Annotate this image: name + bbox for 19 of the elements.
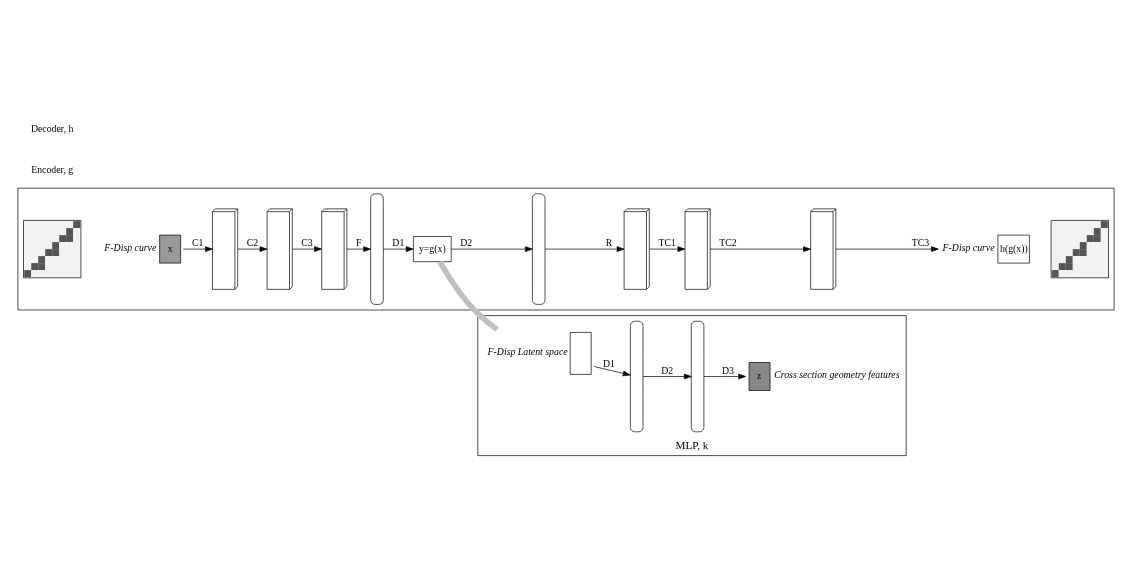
edge-label: TC2: [719, 237, 737, 249]
edge-label: C2: [246, 237, 259, 249]
label: Encoder, g: [31, 163, 74, 175]
edge-label: TC3: [911, 237, 930, 249]
node-label: F-Disp Latent space: [487, 346, 568, 358]
edge-label: D1: [603, 357, 616, 369]
edge-label: C3: [301, 237, 313, 249]
edge-label: D2: [460, 237, 473, 249]
edge-label: D3: [722, 364, 735, 376]
edge-label: TC1: [658, 237, 676, 249]
node-label: F-Disp curve: [104, 241, 157, 253]
node-label: F-Disp curve: [942, 241, 995, 253]
edge-label: R: [605, 237, 613, 249]
edge-label: D2: [661, 364, 674, 376]
edge-label: F: [356, 237, 362, 249]
edge-label: D1: [392, 237, 405, 249]
node-label: Cross section geometry features: [774, 369, 900, 381]
edge-label: C1: [192, 237, 204, 249]
label: Decoder, h: [30, 122, 74, 134]
